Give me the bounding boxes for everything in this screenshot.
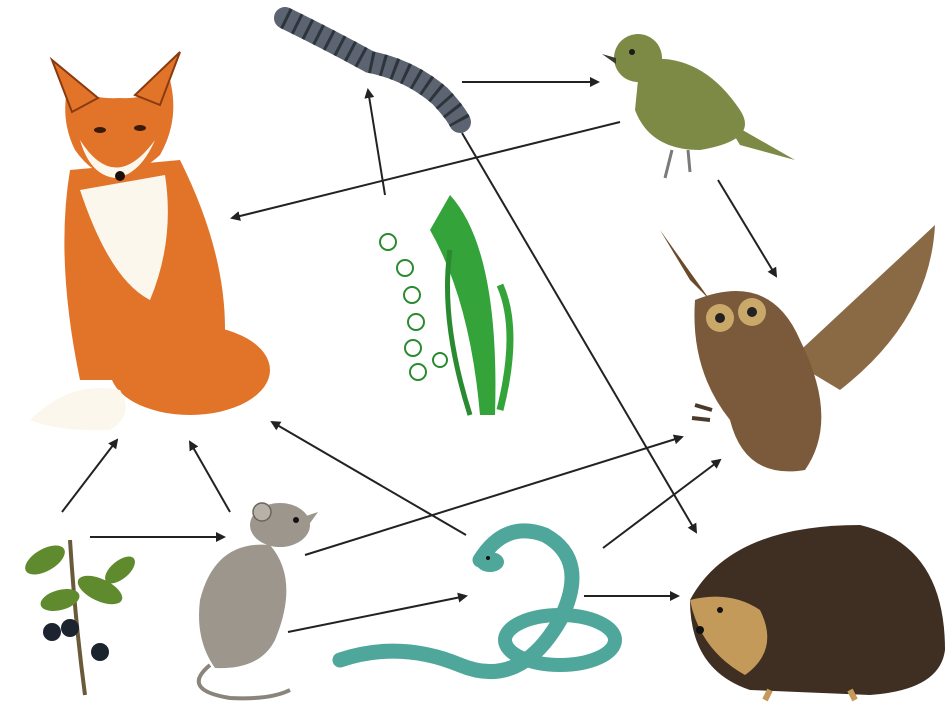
arrow-mouse-to-fox <box>190 442 230 512</box>
snake-icon <box>340 531 615 672</box>
caterpillar-icon <box>285 18 460 122</box>
arrow-bird-to-owl <box>718 180 776 276</box>
arrow-mouse-to-snake <box>288 596 466 632</box>
arrow-lily-to-caterpillar <box>368 90 385 195</box>
arrow-berries-to-fox <box>62 440 117 512</box>
berry-branch-icon <box>20 539 139 695</box>
arrow-bird-to-fox <box>232 122 620 218</box>
mouse-icon <box>199 503 318 698</box>
lily-of-the-valley-icon <box>380 195 510 415</box>
bird-icon <box>602 34 795 178</box>
hedgehog-icon <box>690 525 945 700</box>
fox-icon <box>30 52 270 430</box>
arrow-caterpillar-to-hedgehog <box>462 133 696 532</box>
owl-icon <box>660 225 935 471</box>
